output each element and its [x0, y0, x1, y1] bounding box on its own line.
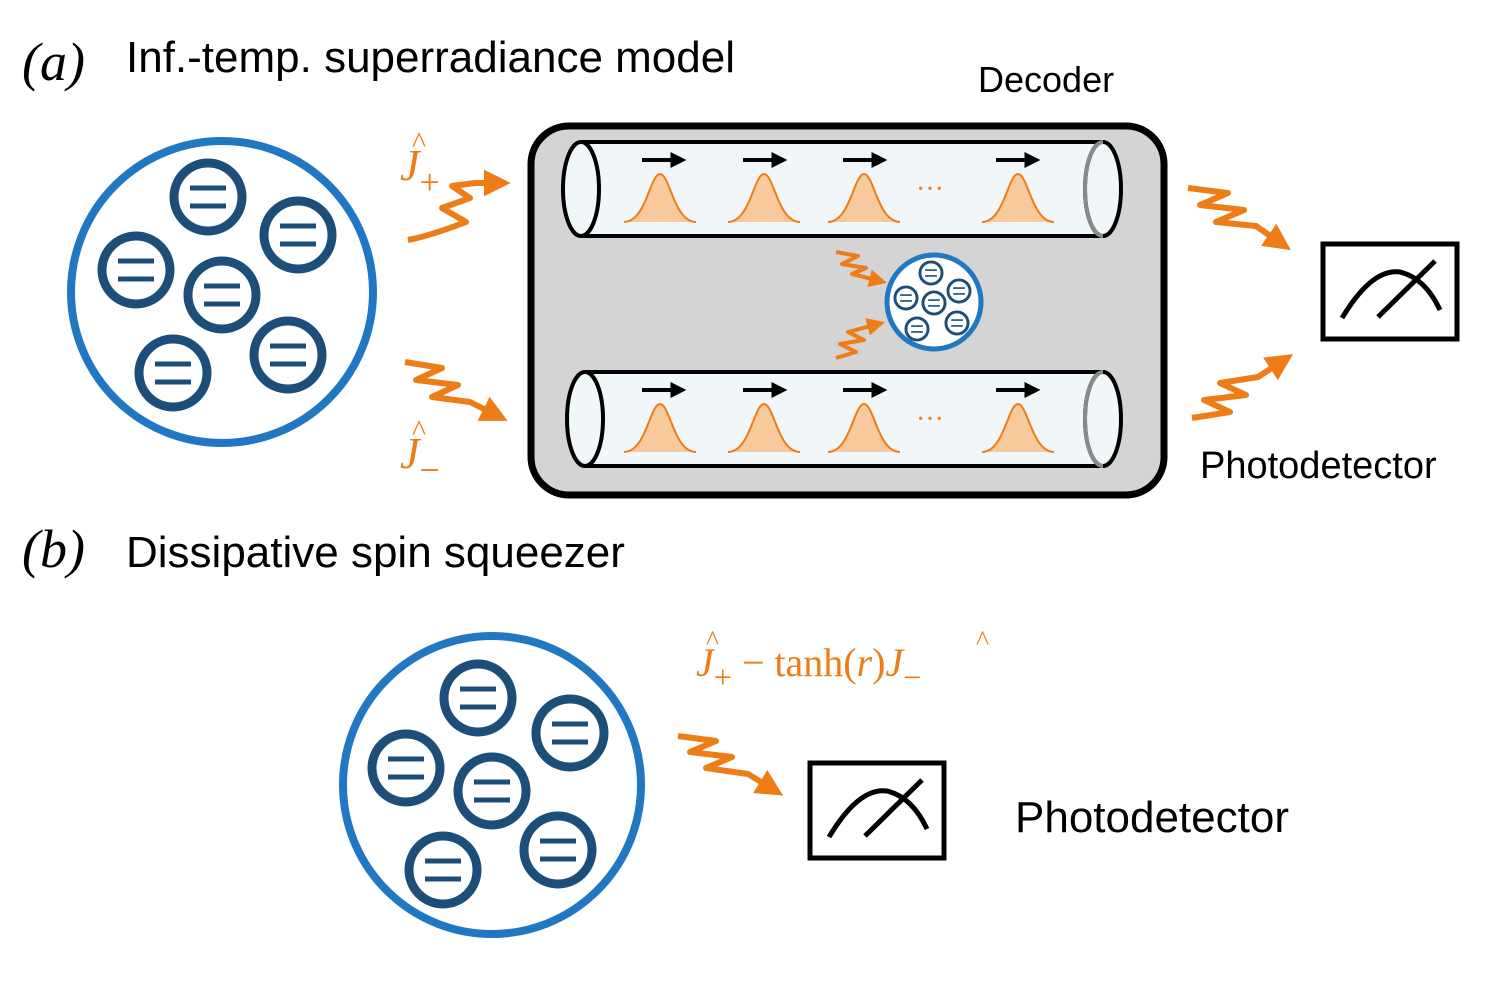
panel-a-title: Inf.-temp. superradiance model	[126, 33, 735, 82]
waveguide-end	[561, 140, 601, 238]
panel-a-letter: (a)	[22, 32, 85, 92]
ellipsis: ···	[916, 174, 944, 205]
atom-icon	[946, 278, 972, 304]
photon-wave-icon	[1191, 354, 1294, 421]
hat-mark-icon: ^	[412, 414, 426, 447]
atom-icon	[893, 285, 919, 311]
atom-icon	[174, 163, 242, 231]
decoder-label: Decoder	[978, 59, 1114, 100]
atom-icon	[918, 260, 944, 286]
atom-icon	[409, 836, 477, 904]
hat-mark-icon: ^	[412, 126, 426, 159]
operator-j-minus: J−	[400, 429, 440, 490]
photon-wave-icon	[835, 318, 885, 360]
atom-icon	[904, 316, 930, 342]
meter-arc-icon	[826, 788, 930, 839]
waveguide-top: ···	[561, 140, 1123, 238]
atom-icon	[524, 816, 592, 884]
hat-mark-icon: ^	[976, 626, 989, 657]
atom-icon	[372, 734, 440, 802]
photodetector-b	[807, 760, 947, 861]
photodetector-box	[807, 760, 947, 861]
photon-wave-icon	[404, 359, 508, 421]
atom-icon	[536, 699, 604, 767]
photodetector-a	[1320, 241, 1460, 342]
waveguide-bottom: ···	[565, 370, 1123, 468]
atom-icon	[139, 339, 207, 407]
atom-ensemble-a	[67, 137, 377, 447]
atom-icon	[444, 664, 512, 732]
atom-icon	[921, 290, 947, 316]
meter-needle-icon	[1376, 259, 1437, 319]
meter-arc-icon	[1339, 269, 1443, 320]
atom-icon	[254, 321, 322, 389]
atom-icon	[188, 261, 256, 329]
photodetector-box	[1320, 241, 1460, 342]
photon-wave-icon	[1187, 185, 1291, 251]
atom-icon	[458, 757, 526, 825]
panel-a: (a) Inf.-temp. superradiance model J+ ^ …	[22, 32, 1460, 499]
atom-icon	[264, 201, 332, 269]
meter-needle-icon	[863, 778, 924, 838]
atom-ensemble-small	[884, 252, 984, 352]
panel-b: (b) Dissipative spin squeezer J+ − tanh(…	[22, 519, 1289, 938]
photon-wave-icon	[407, 169, 511, 243]
waveguide-end	[565, 370, 605, 468]
photodetector-b-label: Photodetector	[1015, 793, 1289, 842]
photon-wave-icon	[677, 733, 784, 796]
panel-b-letter: (b)	[22, 519, 85, 579]
photon-wave-icon	[835, 250, 887, 288]
hat-mark-icon: ^	[706, 626, 719, 657]
atom-icon	[102, 236, 170, 304]
atom-icon	[944, 310, 970, 336]
atom-ensemble-b	[339, 632, 645, 938]
panel-b-title: Dissipative spin squeezer	[126, 528, 625, 577]
ellipsis: ···	[916, 404, 944, 435]
operator-j-plus: J+	[400, 141, 440, 202]
squeezing-operator-expression: J+ − tanh(r)J−	[696, 640, 921, 695]
photodetector-a-label: Photodetector	[1200, 445, 1437, 487]
